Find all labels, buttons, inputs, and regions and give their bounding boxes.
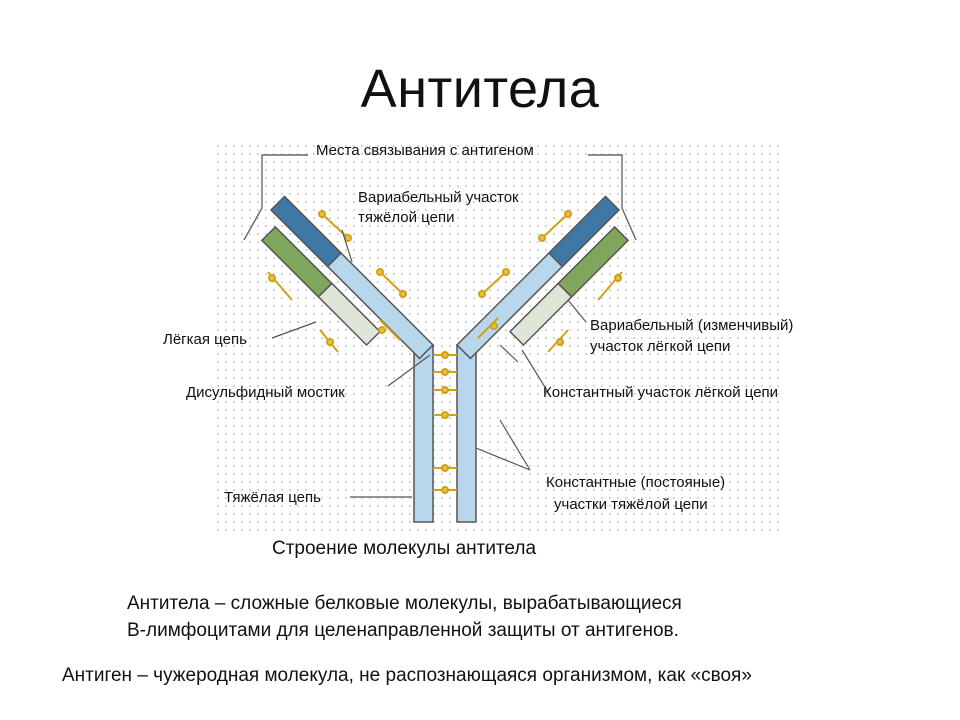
label-binding-sites: Места связывания с антигеном xyxy=(316,142,534,159)
label-light-variable-line2: участок лёгкой цепи xyxy=(590,338,731,355)
definition-line-1: Антитела – сложные белковые молекулы, вы… xyxy=(127,593,682,614)
heavy-chain-stem-right xyxy=(456,344,477,523)
light-chain-constant-right xyxy=(508,282,573,347)
label-heavy-constant-line1: Константные (постояные) xyxy=(546,474,726,491)
label-heavy-chain: Тяжёлая цепь xyxy=(224,489,321,506)
binding-site-bracket-right xyxy=(588,154,637,241)
light-chain-constant-left xyxy=(317,282,382,347)
heavy-chain-variable-right xyxy=(547,195,620,268)
pointer-lines xyxy=(271,229,587,498)
antigen-definition: Антиген – чужеродная молекула, не распоз… xyxy=(62,665,752,686)
label-heavy-constant-line2: участки тяжёлой цепи xyxy=(554,496,708,513)
definition-line-2: В-лимфоцитами для целенаправленной защит… xyxy=(127,620,679,641)
heavy-chain-stem-left xyxy=(413,344,434,523)
slide-title: Антитела xyxy=(360,59,600,119)
heavy-chain-variable-left xyxy=(270,195,343,268)
diagram-caption: Строение молекулы антитела xyxy=(272,538,537,559)
binding-site-bracket-left xyxy=(243,154,308,241)
label-light-constant: Константный участок лёгкой цепи xyxy=(543,384,779,401)
disulfide-bonds xyxy=(267,210,623,494)
label-light-chain: Лёгкая цепь xyxy=(163,331,247,348)
label-heavy-variable-line1: Вариабельный участок xyxy=(358,189,519,206)
label-heavy-variable-line2: тяжёлой цепи xyxy=(358,209,455,226)
label-disulfide-bridge: Дисульфидный мостик xyxy=(186,384,345,401)
label-light-variable-line1: Вариабельный (изменчивый) xyxy=(590,317,794,334)
diagram-background-grid xyxy=(214,142,784,534)
